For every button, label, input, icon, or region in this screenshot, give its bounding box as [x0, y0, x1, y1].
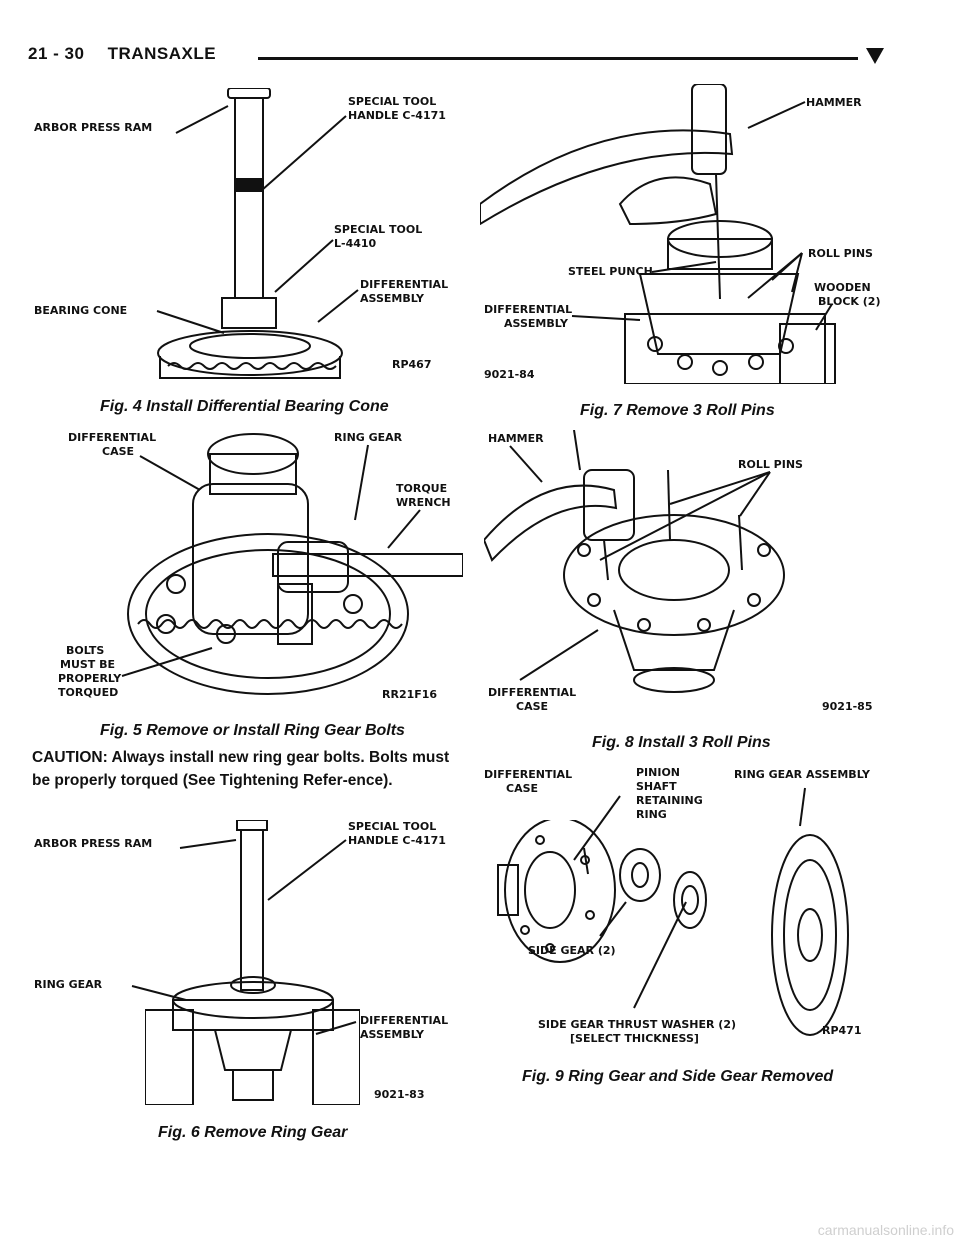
fig5-label-must-be: MUST BE [60, 658, 116, 671]
fig5-leaders [121, 444, 421, 677]
fig4-label-assembly: ASSEMBLY [360, 292, 424, 305]
fig9-label-differential: DIFFERENTIAL [484, 768, 573, 781]
fig4-label-tool-no: L-4410 [334, 237, 377, 250]
fig7-label-wooden: WOODEN [814, 281, 871, 294]
fig6-label-handle: HANDLE C-4171 [348, 834, 446, 847]
fig5-label-torqued: TORQUED [58, 686, 119, 699]
fig9-leaders [573, 787, 806, 1009]
fig7-code: 9021-84 [484, 368, 535, 381]
fig6-label-arbor-press-ram: ARBOR PRESS RAM [34, 837, 153, 850]
fig7-illustration [480, 84, 836, 384]
fig7-label-steel-punch: STEEL PUNCH [568, 265, 653, 278]
fig4-leaders [156, 105, 359, 334]
fig8-code: 9021-85 [822, 700, 873, 713]
fig6-code: 9021-83 [374, 1088, 425, 1101]
fig4-label-differential: DIFFERENTIAL [360, 278, 449, 291]
fig4-illustration [157, 88, 343, 379]
fig9-label-case: CASE [506, 782, 539, 795]
fig6-label-special-tool: SPECIAL TOOL [348, 820, 437, 833]
fig5-label-wrench: WRENCH [396, 496, 451, 509]
fig8-caption: Fig. 8 Install 3 Roll Pins [592, 734, 771, 751]
fig9-label-thrust-washer: SIDE GEAR THRUST WASHER (2) [538, 1018, 737, 1031]
fig5-code: RR21F16 [382, 688, 438, 701]
fig5-label-differential: DIFFERENTIAL [68, 431, 157, 444]
fig4-label-special-tool-2: SPECIAL TOOL [334, 223, 423, 236]
fig6-label-ring-gear: RING GEAR [34, 978, 103, 991]
fig9-caption: Fig. 9 Ring Gear and Side Gear Removed [522, 1068, 834, 1085]
fig8-leaders [509, 445, 771, 681]
fig9-label-ring: RING [636, 808, 667, 821]
fig4-label-arbor-press-ram: ARBOR PRESS RAM [34, 121, 153, 134]
fig5-label-ring-gear: RING GEAR [334, 431, 403, 444]
fig8-label-differential: DIFFERENTIAL [488, 686, 577, 699]
fig9-label-shaft: SHAFT [636, 780, 677, 793]
fig7-label-differential: DIFFERENTIAL [484, 303, 573, 316]
fig5-caption: Fig. 5 Remove or Install Ring Gear Bolts [100, 722, 405, 739]
fig7-label-hammer: HAMMER [806, 96, 862, 109]
fig4-label-handle: HANDLE C-4171 [348, 109, 446, 122]
fig4-caption: Fig. 4 Install Differential Bearing Cone [100, 398, 389, 415]
fig8-label-hammer: HAMMER [488, 432, 544, 445]
fig9-illustration [497, 820, 849, 1036]
fig9-label-retaining: RETAINING [636, 794, 703, 807]
page-header: 21 - 30 TRANSAXLE [28, 44, 216, 64]
fig4-label-special-tool: SPECIAL TOOL [348, 95, 437, 108]
fig7-label-roll-pins: ROLL PINS [808, 247, 873, 260]
fig9-label-select-thickness: [SELECT THICKNESS] [570, 1032, 699, 1045]
fig6-leaders [131, 839, 357, 1035]
fig5-label-torque: TORQUE [396, 482, 448, 495]
watermark: carmanualsonline.info [817, 1222, 954, 1238]
fig7-label-assembly: ASSEMBLY [504, 317, 568, 330]
header-rule [258, 57, 858, 60]
fig6-caption: Fig. 6 Remove Ring Gear [158, 1124, 348, 1141]
fig8-illustration [484, 430, 785, 693]
down-triangle-icon [866, 48, 884, 64]
fig5-illustration [127, 433, 463, 695]
fig6-label-differential: DIFFERENTIAL [360, 1014, 449, 1027]
fig5-label-bolts: BOLTS [66, 644, 105, 657]
fig6-label-assembly: ASSEMBLY [360, 1028, 424, 1041]
fig6-illustration [145, 820, 360, 1105]
fig8-label-roll-pins: ROLL PINS [738, 458, 803, 471]
fig9-label-side-gear: SIDE GEAR (2) [528, 944, 616, 957]
fig7-leaders [571, 101, 833, 331]
fig5-label-case: CASE [102, 445, 135, 458]
fig4-label-bearing-cone: BEARING CONE [34, 304, 128, 317]
section-title: TRANSAXLE [107, 44, 217, 63]
page-number: 21 - 30 [28, 44, 85, 63]
fig7-label-block: BLOCK (2) [818, 295, 881, 308]
fig9-code: RP471 [822, 1024, 862, 1037]
fig7-caption: Fig. 7 Remove 3 Roll Pins [580, 402, 775, 419]
fig8-label-case: CASE [516, 700, 549, 713]
fig4-code: RP467 [392, 358, 432, 371]
fig9-label-pinion: PINION [636, 766, 681, 779]
fig9-label-ring-gear-assembly: RING GEAR ASSEMBLY [734, 768, 870, 781]
fig5-label-properly: PROPERLY [58, 672, 122, 685]
caution-paragraph: CAUTION: Always install new ring gear bo… [32, 749, 450, 789]
